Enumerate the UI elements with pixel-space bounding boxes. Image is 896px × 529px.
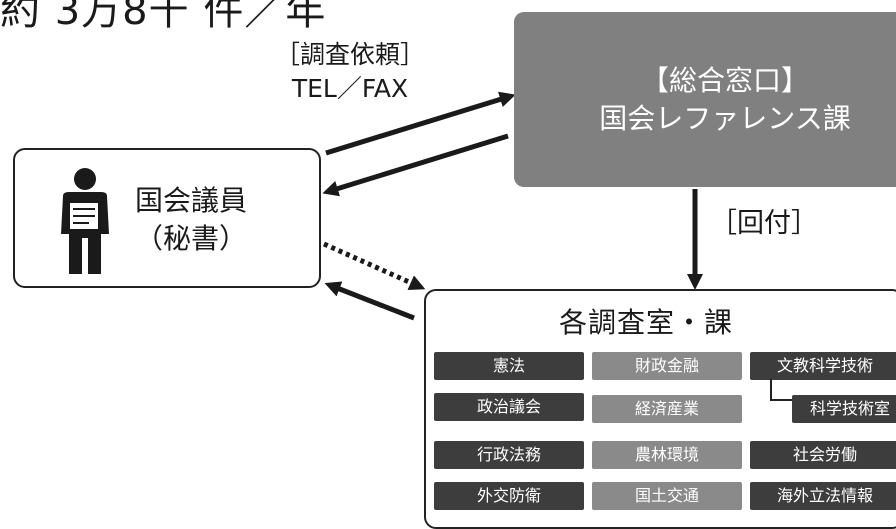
member-label: 国会議員 （秘書） xyxy=(135,182,247,258)
request-label: ［調査依頼］ TEL／FAX xyxy=(255,38,445,106)
arrow-reply-research xyxy=(324,281,415,321)
dept-foreign-defense: 外交防衛 xyxy=(434,482,584,510)
arrow-request xyxy=(325,91,516,156)
dept-constitution: 憲法 xyxy=(434,352,584,380)
dept-land-transport: 国土交通 xyxy=(592,482,742,510)
dept-politics-diet: 政治議会 xyxy=(434,393,584,421)
reference-line1: 【総合窓口】 xyxy=(640,63,809,97)
diet-member-box: 国会議員 （秘書） xyxy=(13,148,321,288)
member-line1: 国会議員 xyxy=(135,184,248,217)
person-with-document-icon xyxy=(61,168,109,274)
dept-agriculture-environment: 農林環境 xyxy=(592,441,742,469)
dept-finance: 財政金融 xyxy=(592,352,742,380)
request-label-line2: TEL／FAX xyxy=(291,74,409,103)
arrow-direct-dotted xyxy=(322,241,426,291)
research-title: 各調査室・課 xyxy=(558,306,733,339)
dept-education-science: 文教科学技術 xyxy=(750,352,896,380)
annual-count-text: 約 3万8千 件／年 xyxy=(0,0,327,34)
arrow-reply-reference xyxy=(322,133,509,197)
request-label-line1: ［調査依頼］ xyxy=(274,40,425,69)
dept-science-technology-office: 科学技術室 xyxy=(792,395,896,423)
dept-foreign-legislation: 海外立法情報 xyxy=(750,482,896,510)
dept-social-labor: 社会労働 xyxy=(750,441,896,469)
sub-office-connector xyxy=(770,379,800,401)
dept-administration-law: 行政法務 xyxy=(434,441,584,469)
reference-division-box: 【総合窓口】 国会レファレンス課 xyxy=(514,12,896,187)
member-line2: （秘書） xyxy=(135,222,248,255)
forward-label: ［回付］ xyxy=(710,208,818,239)
research-offices-box: 各調査室・課 憲法 財政金融 文教科学技術 政治議会 経済産業 科学技術室 行政… xyxy=(424,289,896,529)
reference-line2: 国会レファレンス課 xyxy=(599,101,851,135)
dept-economy-industry: 経済産業 xyxy=(592,395,742,423)
